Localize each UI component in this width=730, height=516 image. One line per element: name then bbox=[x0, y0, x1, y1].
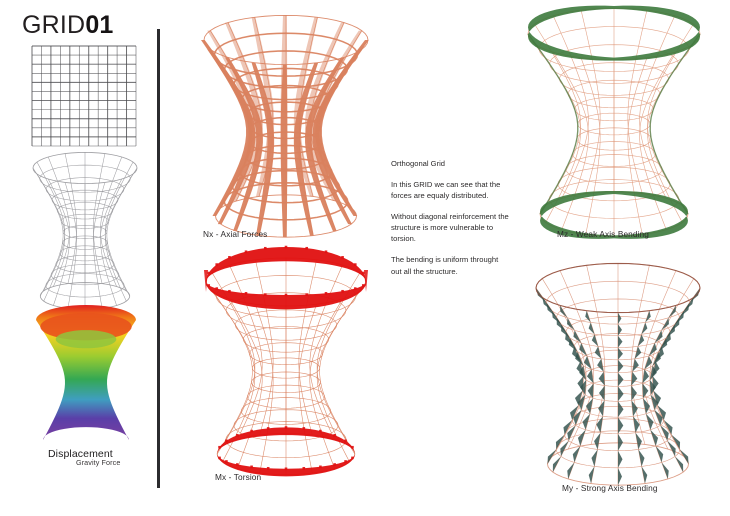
caption-mz: Mz - Weak Axis Bending bbox=[557, 229, 649, 239]
displacement-plot-thumbnail bbox=[26, 305, 146, 452]
text-heading: Orthogonal Grid bbox=[391, 159, 446, 168]
caption-nx: Nx - Axial Forces bbox=[203, 229, 268, 239]
text-paragraph-3: The bending is uniform throught out all … bbox=[391, 255, 499, 276]
text-paragraph-2: Without diagonal reinforcement the struc… bbox=[391, 212, 509, 244]
caption-displacement: Displacement bbox=[48, 448, 113, 460]
diagram-mz-weak-axis-bending bbox=[512, 5, 717, 239]
diagram-my-strong-axis-bending bbox=[518, 262, 718, 486]
caption-my: My - Strong Axis Bending bbox=[562, 483, 658, 493]
diagram-mx-torsion bbox=[186, 245, 386, 477]
diagram-mz-svg bbox=[527, 5, 701, 239]
text-paragraph-1: In this GRID we can see that the forces … bbox=[391, 180, 501, 201]
title-bold-part: 01 bbox=[85, 11, 114, 39]
diagram-my-svg bbox=[535, 262, 701, 486]
diagram-nx-axial-forces bbox=[186, 14, 386, 238]
title-light-part: GRID bbox=[22, 11, 86, 39]
description-text-block: Orthogonal Grid In this GRID we can see … bbox=[391, 158, 509, 287]
caption-mx: Mx - Torsion bbox=[215, 472, 262, 482]
page-title: GRID01 bbox=[22, 10, 114, 40]
caption-gravity-force: Gravity Force bbox=[76, 458, 121, 467]
hyperboloid-wireframe-thumbnail bbox=[24, 151, 146, 310]
diagram-nx-svg bbox=[201, 14, 369, 238]
diagram-mx-svg bbox=[204, 245, 368, 477]
grid-mesh-svg bbox=[31, 45, 137, 147]
displacement-svg bbox=[36, 305, 136, 440]
vertical-divider bbox=[157, 29, 160, 488]
orthogonal-grid-thumbnail bbox=[28, 42, 140, 150]
wireframe-svg bbox=[32, 151, 138, 310]
